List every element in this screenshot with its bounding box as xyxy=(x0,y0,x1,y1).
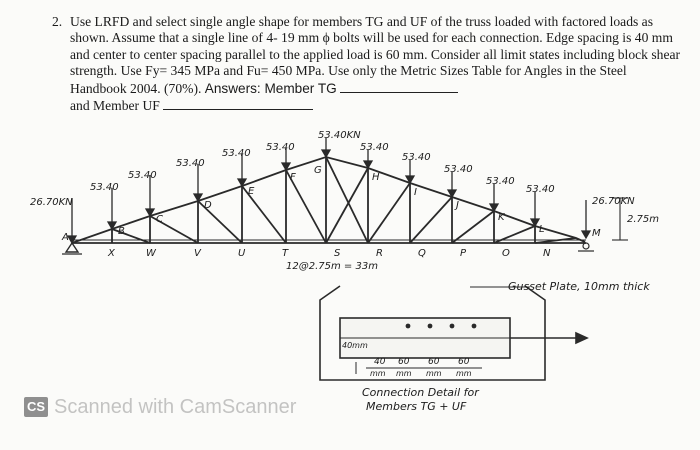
bolt-holes xyxy=(405,323,477,329)
problem-number: 2. xyxy=(52,14,63,29)
height-dimension xyxy=(612,197,628,241)
node-label-l: L xyxy=(539,224,545,235)
load-labels: 26.70KN 53.40 53.40 53.40 53.40 53.40 53… xyxy=(30,130,635,208)
node-label-v: V xyxy=(194,248,202,259)
node-label-d: D xyxy=(204,200,212,211)
spacing-label-4: 60 xyxy=(458,357,470,367)
unit-label-3: mm xyxy=(426,369,442,378)
node-label-n: N xyxy=(543,248,551,259)
spacing-label-3: 60 xyxy=(428,357,440,367)
connection-detail xyxy=(319,285,589,381)
spacing-label-2: 60 xyxy=(398,357,410,367)
answer-blank-uf xyxy=(163,97,314,111)
answer-blank-tg xyxy=(340,80,459,93)
unit-label-4: mm xyxy=(456,369,472,378)
load-label-5: 53.40 xyxy=(266,142,295,153)
load-label-1: 53.40 xyxy=(90,182,119,193)
load-label-4: 53.40 xyxy=(222,148,251,159)
load-end-right-label: 26.70KN xyxy=(592,196,635,207)
span-label: 12@2.75m = 33m xyxy=(286,261,378,272)
load-arrows xyxy=(66,138,592,245)
unit-label-2: mm xyxy=(396,369,412,378)
load-label-3: 53.40 xyxy=(176,158,205,169)
node-label-t: T xyxy=(282,248,289,259)
node-label-m: M xyxy=(592,228,601,239)
spacing-label-1: 40 xyxy=(374,357,386,367)
spacing-labels: 40 60 60 60 mm mm mm mm xyxy=(370,357,472,378)
load-label-11: 53.40 xyxy=(526,184,555,195)
node-label-q: Q xyxy=(418,248,426,259)
node-label-j: J xyxy=(454,200,459,211)
node-label-c: C xyxy=(156,214,163,225)
edge-distance-label: 40mm xyxy=(342,341,368,350)
node-label-s: S xyxy=(334,248,341,259)
node-label-b: B xyxy=(118,226,125,237)
problem-text: Use LRFD and select single angle shape f… xyxy=(70,14,681,96)
gusset-label: Gusset Plate, 10mm thick xyxy=(508,280,650,293)
node-label-k: K xyxy=(498,212,506,223)
load-label-top: 53.40KN xyxy=(318,130,361,141)
node-label-g: G xyxy=(314,165,322,176)
support-label-a: A xyxy=(61,232,69,243)
connection-caption-line-1: Connection Detail for xyxy=(362,386,480,399)
camscanner-logo: CS xyxy=(24,397,48,417)
height-label: 2.75m xyxy=(627,214,659,225)
camscanner-text: Scanned with CamScanner xyxy=(54,395,297,418)
answer-label-tg: Answers: Member TG xyxy=(204,80,337,96)
load-label-7: 53.40 xyxy=(360,142,389,153)
load-label-9: 53.40 xyxy=(444,164,473,175)
node-label-h: H xyxy=(372,172,380,183)
load-label-2: 53.40 xyxy=(128,170,157,181)
node-label-u: U xyxy=(238,248,246,259)
connection-caption-line-2: Members TG + UF xyxy=(366,400,467,413)
truss-node-labels: A B C D E F G H I J K L M X W V U T S R … xyxy=(61,165,601,259)
node-label-o: O xyxy=(502,248,510,259)
node-label-f: F xyxy=(290,172,296,183)
answer-label-uf: and Member UF xyxy=(70,98,160,114)
node-label-w: W xyxy=(146,248,157,259)
truss-frame xyxy=(62,156,594,255)
load-label-10: 53.40 xyxy=(486,176,515,187)
load-label-8: 53.40 xyxy=(402,152,431,163)
node-label-e: E xyxy=(248,186,255,197)
problem-statement: 2. Use LRFD and select single angle shap… xyxy=(52,14,682,114)
unit-label-1: mm xyxy=(370,369,386,378)
node-label-p: P xyxy=(460,248,467,259)
node-label-i: I xyxy=(414,187,417,198)
node-label-x: X xyxy=(107,248,116,259)
load-end-left-label: 26.70KN xyxy=(30,197,73,208)
node-label-r: R xyxy=(376,248,383,259)
camscanner-watermark: CS Scanned with CamScanner xyxy=(24,396,296,418)
